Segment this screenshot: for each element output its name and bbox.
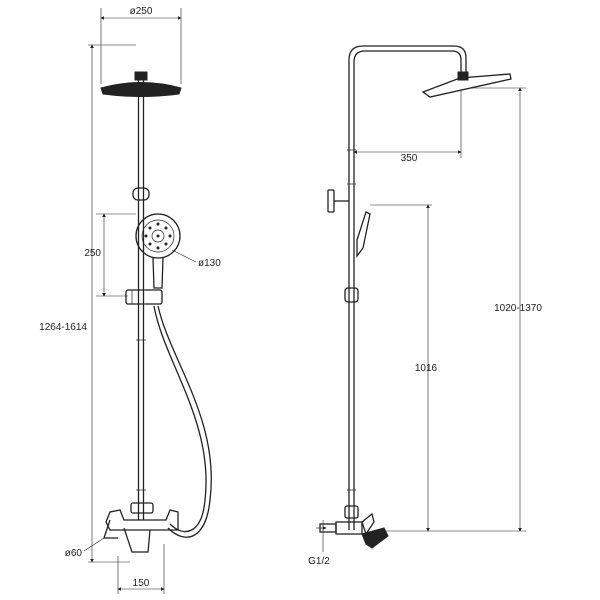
dim-hand-spacing: 250 — [84, 248, 101, 259]
diverter-knob — [327, 189, 349, 213]
column-and-arm — [347, 45, 467, 530]
hand-shower-side — [356, 211, 371, 258]
side-dimensions: 350 1020-1370 1016 G1/2 — [308, 87, 542, 567]
mixer-body — [103, 502, 179, 553]
hand-shower — [135, 213, 181, 289]
dim-total-height: 1264-1614 — [39, 322, 87, 333]
slider-side — [344, 287, 359, 303]
dim-hand-diameter: ø130 — [198, 258, 221, 269]
side-view — [319, 45, 512, 549]
dim-mixer-to-holder: 1016 — [415, 363, 438, 374]
rain-shower-head — [100, 71, 182, 97]
dim-mixer-diameter: ø60 — [65, 548, 83, 559]
front-dimensions: ø250 250 ø130 1264-1614 ø60 150 — [39, 6, 221, 594]
shower-hose — [153, 305, 212, 538]
shower-column — [136, 80, 146, 520]
dim-arm-length: 350 — [401, 153, 418, 164]
column-holder — [132, 187, 150, 201]
dim-outlet-spacing: 150 — [133, 578, 150, 589]
rain-head-side — [421, 71, 512, 98]
dim-head-diameter: ø250 — [130, 6, 153, 17]
front-view — [100, 71, 212, 553]
hand-shower-slider — [125, 289, 163, 305]
dim-overall-height: 1020-1370 — [494, 303, 542, 314]
mixer-side — [319, 505, 389, 549]
dim-thread: G1/2 — [308, 556, 330, 567]
